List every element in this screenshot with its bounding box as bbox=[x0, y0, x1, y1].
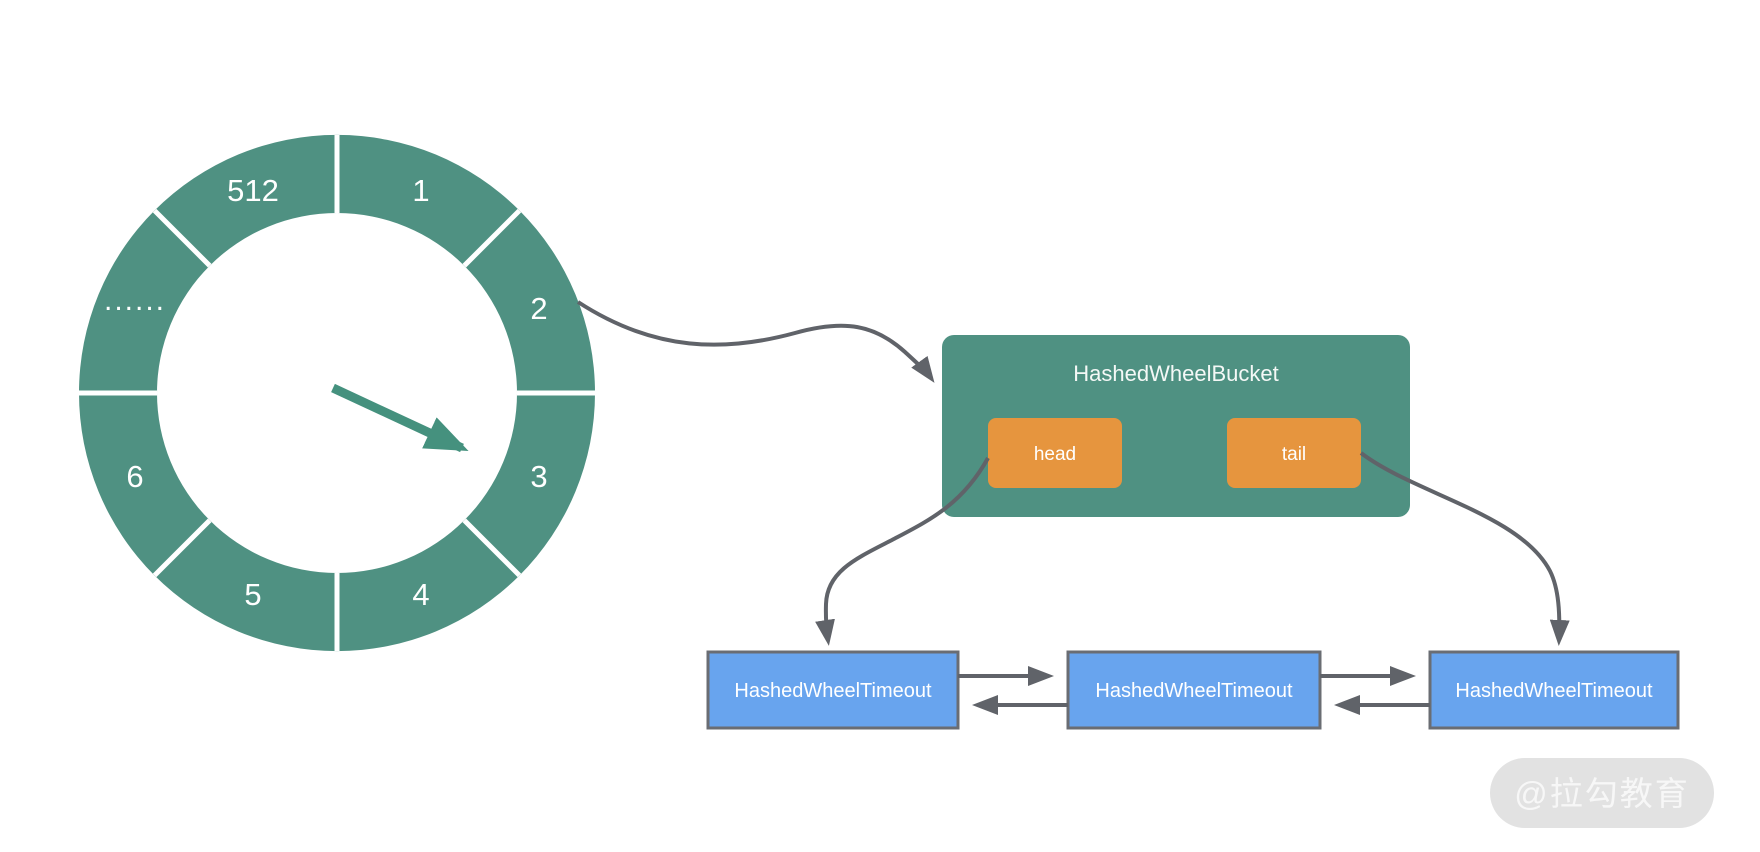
wheel-slot-label-512: 512 bbox=[227, 173, 279, 208]
wheel-divider-ne bbox=[462, 208, 522, 268]
timer-wheel: 1 2 3 4 5 6 ...... 512 bbox=[78, 134, 595, 652]
watermark-badge: @拉勾教育 bbox=[1490, 758, 1714, 828]
bucket-title: HashedWheelBucket bbox=[1073, 361, 1278, 386]
wheel-slot-label-6: 6 bbox=[126, 459, 143, 494]
wheel-divider-nw bbox=[152, 208, 212, 268]
timeout-list: HashedWheelTimeout HashedWheelTimeout Ha… bbox=[706, 650, 1680, 730]
timeout-box-2 bbox=[1066, 650, 1322, 730]
watermark-pill bbox=[1490, 758, 1714, 828]
tail-label: tail bbox=[1282, 444, 1306, 465]
wheel-slot-label-2: 2 bbox=[530, 291, 547, 326]
wheel-divider-se bbox=[462, 518, 522, 578]
head-to-timeout-arrow bbox=[815, 457, 990, 646]
timeout-box-1 bbox=[706, 650, 960, 730]
wheel-to-bucket-arrow bbox=[576, 300, 935, 383]
wheel-pointer-arrow bbox=[331, 383, 469, 453]
head-label: head bbox=[1034, 444, 1076, 465]
wheel-divider-sw bbox=[152, 518, 212, 578]
timeout-box-3 bbox=[1428, 650, 1680, 730]
tail-node bbox=[1227, 418, 1361, 488]
head-node bbox=[988, 418, 1122, 488]
hashed-wheel-bucket: HashedWheelBucket head tail bbox=[942, 335, 1410, 517]
timeout-label-3: HashedWheelTimeout bbox=[1455, 680, 1653, 702]
watermark-text: @拉勾教育 bbox=[1514, 775, 1690, 812]
wheel-slot-label-1: 1 bbox=[412, 173, 429, 208]
wheel-slot-label-5: 5 bbox=[244, 577, 261, 612]
tail-to-timeout-arrow bbox=[1359, 451, 1570, 646]
timeout-label-1: HashedWheelTimeout bbox=[734, 680, 932, 702]
wheel-slot-label-3: 3 bbox=[530, 459, 547, 494]
timeout-label-2: HashedWheelTimeout bbox=[1095, 680, 1293, 702]
wheel-slot-label-ellipsis: ...... bbox=[104, 284, 166, 317]
wheel-slot-label-4: 4 bbox=[412, 577, 429, 612]
